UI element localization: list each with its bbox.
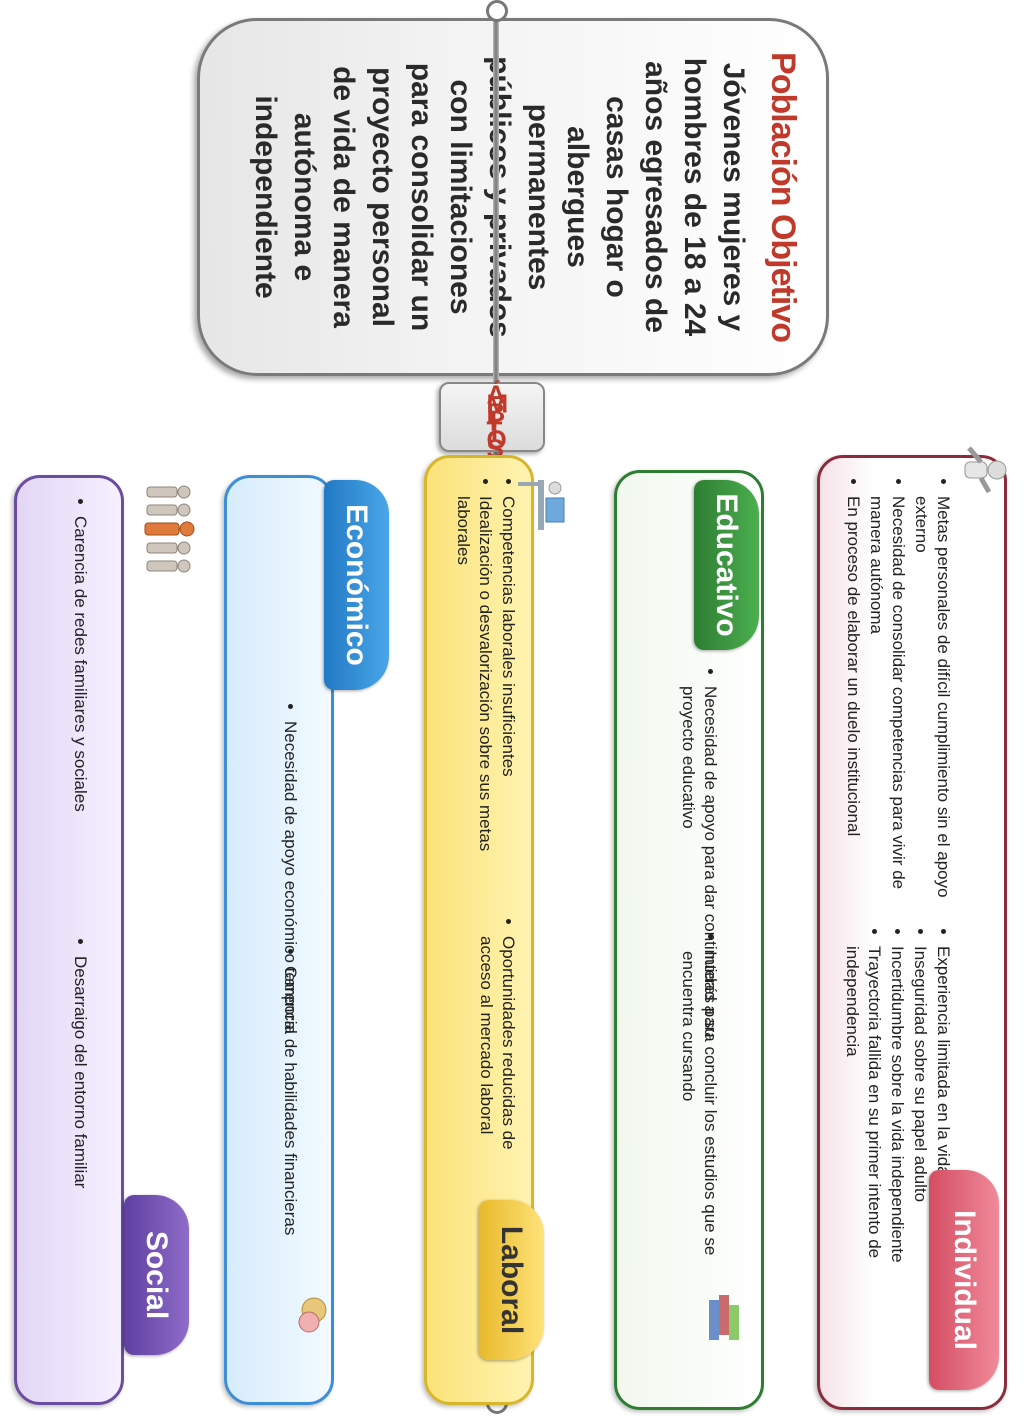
books-icon — [709, 1295, 739, 1340]
list-item: Desarraigo del entorno familiar — [69, 956, 91, 1238]
tab-social: Social — [124, 1195, 189, 1355]
group-people-icon — [144, 485, 195, 573]
list-item: Carencia de redes familiares y sociales — [69, 516, 91, 918]
tab-individual: Individual — [929, 1170, 999, 1390]
person-figure-icon — [964, 446, 1007, 494]
tab-economico: Económico — [324, 480, 389, 690]
money-icon — [298, 1297, 327, 1333]
list-item: En proceso de elaborar un duelo instituc… — [842, 496, 864, 908]
list-item: Trayectoria fallida en su primer intento… — [841, 946, 885, 1318]
list-item: Oportunidades reducidas de acceso al mer… — [475, 936, 519, 1208]
list-item: Inseguridad sobre su papel adulto — [909, 946, 931, 1318]
laboral-column-1: Competencias laborales insuficientes Ide… — [451, 478, 519, 898]
individual-column-1: Metas personales de difícil cumplimiento… — [841, 478, 954, 908]
list-item: Metas personales de difícil cumplimiento… — [910, 496, 954, 908]
educativo-column-2: Interés para concluir los estudios que s… — [676, 933, 721, 1263]
panel-economico: Necesidad de apoyo económico temporal Ca… — [224, 475, 334, 1405]
list-item: Incertidumbre sobre la vida independient… — [886, 946, 908, 1318]
tab-laboral: Laboral — [479, 1200, 544, 1360]
social-column-1: Carencia de redes familiares y sociales — [68, 498, 91, 918]
social-column-2: Desarraigo del entorno familiar — [68, 938, 91, 1238]
connector-ring-left — [486, 0, 508, 22]
panel-social: Carencia de redes familiares y sociales … — [14, 475, 124, 1405]
list-item: Idealización o desvalorización sobre sus… — [452, 496, 496, 898]
office-desk-icon — [518, 480, 565, 530]
list-item: Carencia de habilidades financieras — [279, 966, 301, 1308]
economico-column-2: Carencia de habilidades financieras — [278, 948, 301, 1308]
list-item: Interés para concluir los estudios que s… — [677, 951, 721, 1263]
list-item: Competencias laborales insuficientes — [497, 496, 519, 898]
objective-card: Población Objetivo Jóvenes mujeres y hom… — [197, 18, 829, 376]
laboral-column-2: Oportunidades reducidas de acceso al mer… — [474, 918, 519, 1208]
tab-educativo: Educativo — [694, 480, 759, 650]
list-item: Necesidad de consolidar competencias par… — [865, 496, 909, 908]
objective-body: Jóvenes mujeres y hombres de 18 a 24 año… — [249, 56, 750, 338]
objective-title: Población Objetivo — [764, 52, 802, 342]
